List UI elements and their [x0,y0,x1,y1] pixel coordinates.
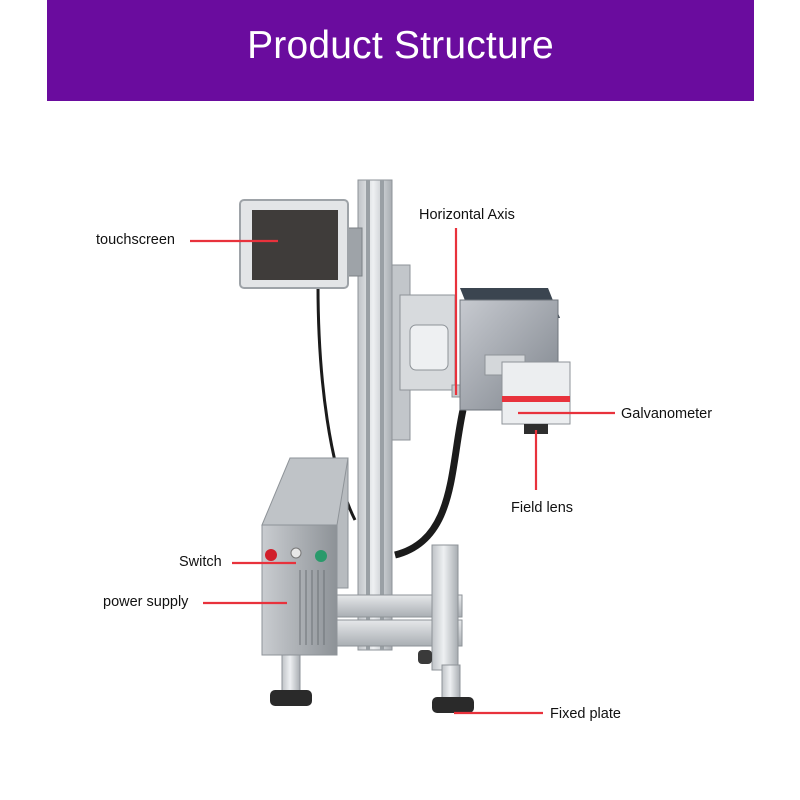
horizontal-axis-carriage [399,294,483,398]
touchscreen-device [239,199,363,289]
label-fixed-plate: Fixed plate [550,706,621,722]
page-title: Product Structure [247,24,554,67]
switch-buttons [265,547,327,562]
label-field-lens: Field lens [511,500,574,516]
label-galvanometer: Galvanometer [621,406,713,422]
label-horizontal-axis: Horizontal Axis [419,207,515,223]
title-banner: Product Structure [47,0,754,101]
label-switch: Switch [179,554,222,570]
fixed-plate-feet [270,650,474,713]
label-power-supply: power supply [103,594,189,610]
laser-cable [394,409,467,559]
galvanometer-unit [501,361,571,434]
vent-grille [299,570,325,645]
vertical-column [357,179,411,651]
power-supply-unit [261,457,349,656]
label-touchscreen: touchscreen [96,232,175,248]
leader-lines [190,228,615,715]
